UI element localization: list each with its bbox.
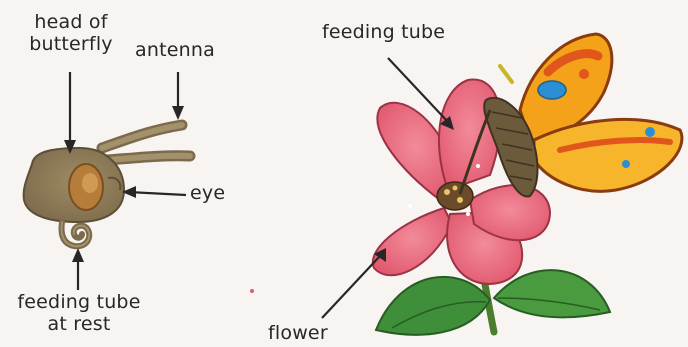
butterfly-head-illustration (24, 125, 190, 246)
wing-lower (534, 119, 682, 191)
feeding-tube-rest-line2: at rest (4, 313, 154, 335)
feeding-tube-label: feeding tube (322, 21, 445, 43)
feeding-tube-rest-line1: feeding tube (4, 291, 154, 313)
leaf-left (376, 277, 490, 335)
butterfly-illustration (460, 34, 682, 196)
flower-label: flower (268, 322, 328, 344)
petal-left (373, 208, 452, 275)
feeding-tube-at-rest-label: feeding tube at rest (4, 291, 154, 335)
antenna-label: antenna (135, 39, 215, 61)
head-of-butterfly-label: head of butterfly (16, 11, 126, 55)
head-label-line2: butterfly (16, 33, 126, 55)
head-label-line1: head of (16, 11, 126, 33)
eye-label: eye (190, 182, 225, 204)
